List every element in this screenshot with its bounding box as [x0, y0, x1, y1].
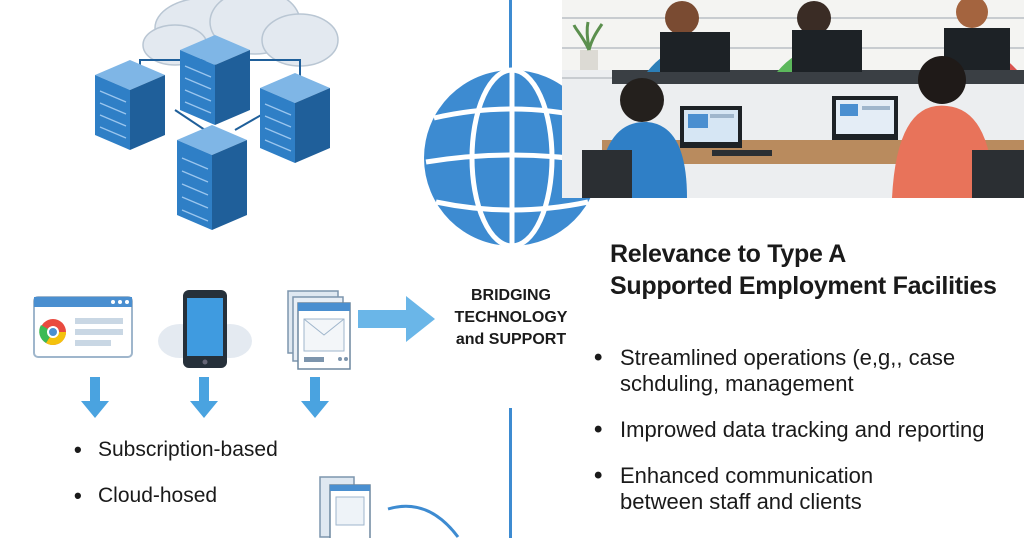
right-bullet-list: Streamlined operations (e,g,, case schdu…	[592, 345, 1022, 535]
smartphone-cloud-icon	[158, 290, 252, 368]
server-right	[260, 73, 330, 163]
list-item: Enhanced communication between staff and…	[592, 463, 1022, 515]
list-item: Improwed data tracking and reporting	[592, 417, 1022, 443]
bullet-text: Improwed data tracking and reporting	[620, 417, 985, 442]
bullet-text: Cloud-hosed	[98, 484, 218, 507]
center-title-line: and SUPPORT	[455, 331, 567, 348]
heading-line: Relevance to Type A	[610, 240, 847, 268]
list-item: Streamlined operations (e,g,, case schdu…	[592, 345, 1022, 397]
down-arrow-icon	[301, 377, 329, 418]
server-left	[95, 60, 165, 150]
list-item: Subscription-based	[72, 437, 372, 483]
center-title-line: TECHNOLOGY	[454, 309, 568, 326]
document-icon	[319, 476, 460, 538]
heading-line: Supported Employment Facilities	[610, 272, 997, 300]
left-bullet-list: Subscription-based Cloud-hosed	[72, 437, 372, 529]
bullet-text: Streamlined operations (e,g,, case	[620, 345, 956, 370]
right-arrow-icon	[358, 296, 435, 342]
list-item: Cloud-hosed	[72, 483, 372, 529]
divider-bottom	[509, 408, 512, 538]
bullet-text: between staff and clients	[620, 489, 862, 514]
center-title-line: BRIDGING	[471, 287, 551, 304]
bullet-text: Enhanced communication	[620, 463, 874, 488]
stacked-documents-icon	[287, 290, 351, 370]
office-scene-illustration	[562, 0, 1024, 198]
cloud-server-icon	[95, 0, 339, 230]
down-arrow-icon	[190, 377, 218, 418]
bullet-text: Subscription-based	[98, 438, 278, 461]
server-bottom	[177, 125, 247, 230]
server-top	[180, 35, 250, 125]
right-heading: Relevance to Type A Supported Employment…	[610, 238, 1020, 302]
divider-top	[509, 0, 512, 82]
down-arrow-icon	[81, 377, 109, 418]
globe-icon	[424, 67, 600, 249]
bullet-text: schduling, management	[620, 371, 854, 396]
center-title: BRIDGING TECHNOLOGY and SUPPORT	[428, 285, 594, 351]
browser-window-icon	[33, 296, 133, 358]
